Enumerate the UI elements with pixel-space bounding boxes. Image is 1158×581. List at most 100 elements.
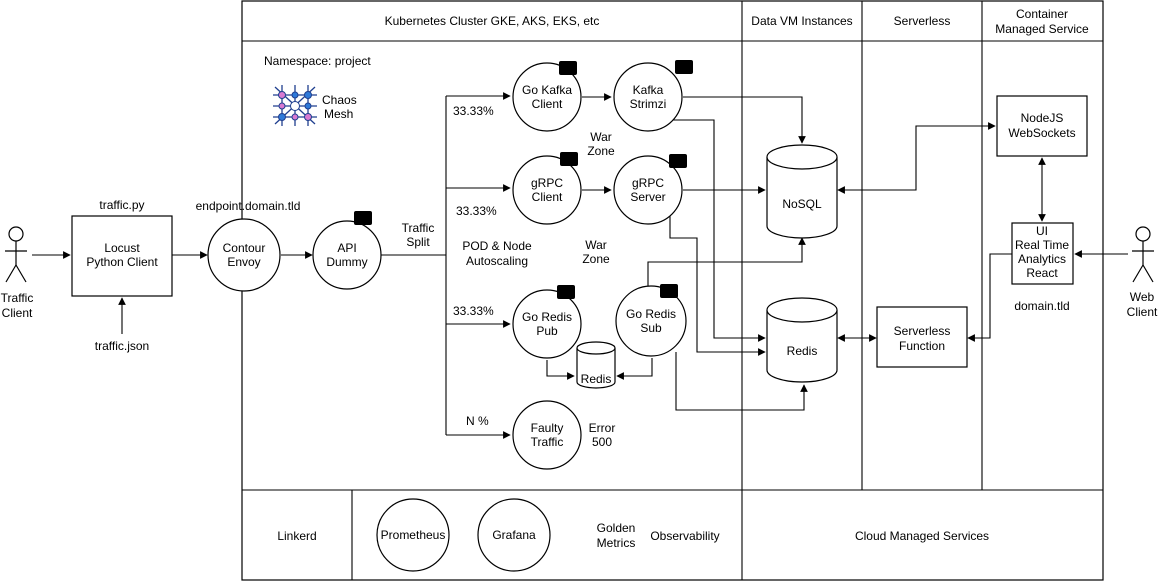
api-dummy-node [312,220,382,290]
faulty-label-line1: Faulty [531,421,564,435]
nodejs-websockets-box [996,95,1088,157]
faulty-split-percent: N % [466,414,489,428]
frame-grid [241,0,1104,581]
go-redis-sub-pod-icon [660,284,678,298]
api-dummy-pod-icon [354,211,372,225]
grafana-node [477,498,551,572]
grpc-client-label-line1: gRPC [531,176,563,190]
edges [32,92,1128,439]
autoscaling-label-line1: POD & Node [462,239,532,253]
contour-label-line2: Envoy [227,255,260,269]
redis-split-percent: 33.33% [453,304,494,318]
war-zone-1-line1: War [590,130,612,144]
war-zone-2-line2: Zone [582,252,610,266]
contour-envoy-node [207,218,281,292]
grpc-server-pod-icon [669,154,687,168]
chaos-label-line1: Chaos [322,93,357,107]
kafka-split-percent: 33.33% [453,104,494,118]
serverless-fn-label-line2: Function [899,339,945,353]
small-redis-label: Redis [581,372,612,386]
kafka-client-label-line2: Client [532,97,563,111]
grafana-label: Grafana [492,528,536,542]
serverless-function-box [876,306,968,368]
edge-strimzi-nosql [683,96,806,144]
kafka-client-label-line1: Go Kafka [522,83,572,97]
error-label-line1: Error [589,421,616,435]
go-redis-sub-node [615,285,687,357]
serverless-fn-label-line1: Serverless [894,324,951,338]
faulty-traffic-node [512,400,582,470]
go-kafka-client-node [512,62,582,132]
endpoint-label: endpoint.domain.tld [196,199,301,213]
locust-label-line2: Python Client [86,255,158,269]
nodejs-label-line1: NodeJS [1021,111,1064,125]
web-client-label-line2: Client [1127,305,1158,319]
ui-label-line2: Real Time [1015,238,1069,252]
traffic-client-icon [5,226,27,283]
traffic-split-label-line1: Traffic [402,221,435,235]
locust-label-line1: Locust [104,241,140,255]
redis-pub-label-line2: Pub [536,324,558,338]
edge-pub-small-redis [546,360,575,380]
grpc-server-label-line1: gRPC [632,176,664,190]
container-managed-header-line1: Container [1016,7,1068,21]
kafka-strimzi-label-line2: Strimzi [630,97,667,111]
kafka-strimzi-pod-icon [675,60,693,74]
kubernetes-cluster-header: Kubernetes Cluster GKE, AKS, EKS, etc [385,14,600,28]
traffic-client-label-line1: Traffic [1,291,34,305]
grpc-client-node [512,155,582,225]
kafka-strimzi-node [613,62,683,132]
chaos-mesh-icon [273,85,317,126]
edge-ui-serverless [967,253,1012,342]
cloud-managed-services-label: Cloud Managed Services [855,529,989,543]
chaos-label-line2: Mesh [324,107,353,121]
traffic-json-label: traffic.json [95,339,149,353]
grpc-client-pod-icon [560,152,578,166]
go-redis-pub-node [512,289,582,359]
ui-label-line4: React [1026,266,1058,280]
autoscaling-label-line2: Autoscaling [466,254,528,268]
edge-grpc-server-redis [669,215,766,356]
grpc-client-label-line2: Client [532,190,563,204]
prometheus-node [376,498,450,572]
traffic-py-label: traffic.py [99,198,144,212]
traffic-split-label-line2: Split [406,235,430,249]
api-label-line1: API [337,241,356,255]
data-vm-header: Data VM Instances [751,14,852,28]
golden-metrics-line1: Golden [597,521,636,535]
prometheus-label: Prometheus [381,528,446,542]
observability-label: Observability [650,529,719,543]
container-managed-header-line2: Managed Service [995,22,1089,36]
edge-redis-sub-nosql [647,237,806,287]
grpc-server-label-line2: Server [630,190,665,204]
linkerd-label: Linkerd [277,529,316,543]
redis-pub-label-line1: Go Redis [522,310,572,324]
golden-metrics-line2: Metrics [597,536,636,550]
edge-strimzi-redis [672,119,766,342]
ui-label-line3: Analytics [1018,252,1066,266]
go-kafka-client-pod-icon [559,61,577,75]
serverless-header: Serverless [894,14,951,28]
grpc-split-percent: 33.33% [456,204,497,218]
domain-tld-label: domain.tld [1014,299,1069,313]
nodejs-label-line2: WebSockets [1008,126,1075,140]
traffic-client-label-line2: Client [2,306,33,320]
war-zone-2-line1: War [585,238,607,252]
edge-nosql-nodejs [837,122,996,194]
web-client-label-line1: Web [1130,290,1155,304]
grpc-server-node [613,155,683,225]
faulty-label-line2: Traffic [531,435,564,449]
redis-sub-label-line1: Go Redis [626,307,676,321]
small-redis-cylinder [576,341,616,389]
war-zone-1-line2: Zone [587,144,615,158]
locust-client-box [71,215,173,297]
contour-label-line1: Contour [223,241,266,255]
ui-realtime-analytics-box [1011,222,1074,285]
edge-redis-sub-redisdb [675,352,808,411]
nosql-label: NoSQL [782,197,822,211]
redis-db-label: Redis [787,344,818,358]
ui-label-line1: UI [1036,224,1048,238]
error-label-line2: 500 [592,435,612,449]
go-redis-pub-pod-icon [557,285,575,299]
